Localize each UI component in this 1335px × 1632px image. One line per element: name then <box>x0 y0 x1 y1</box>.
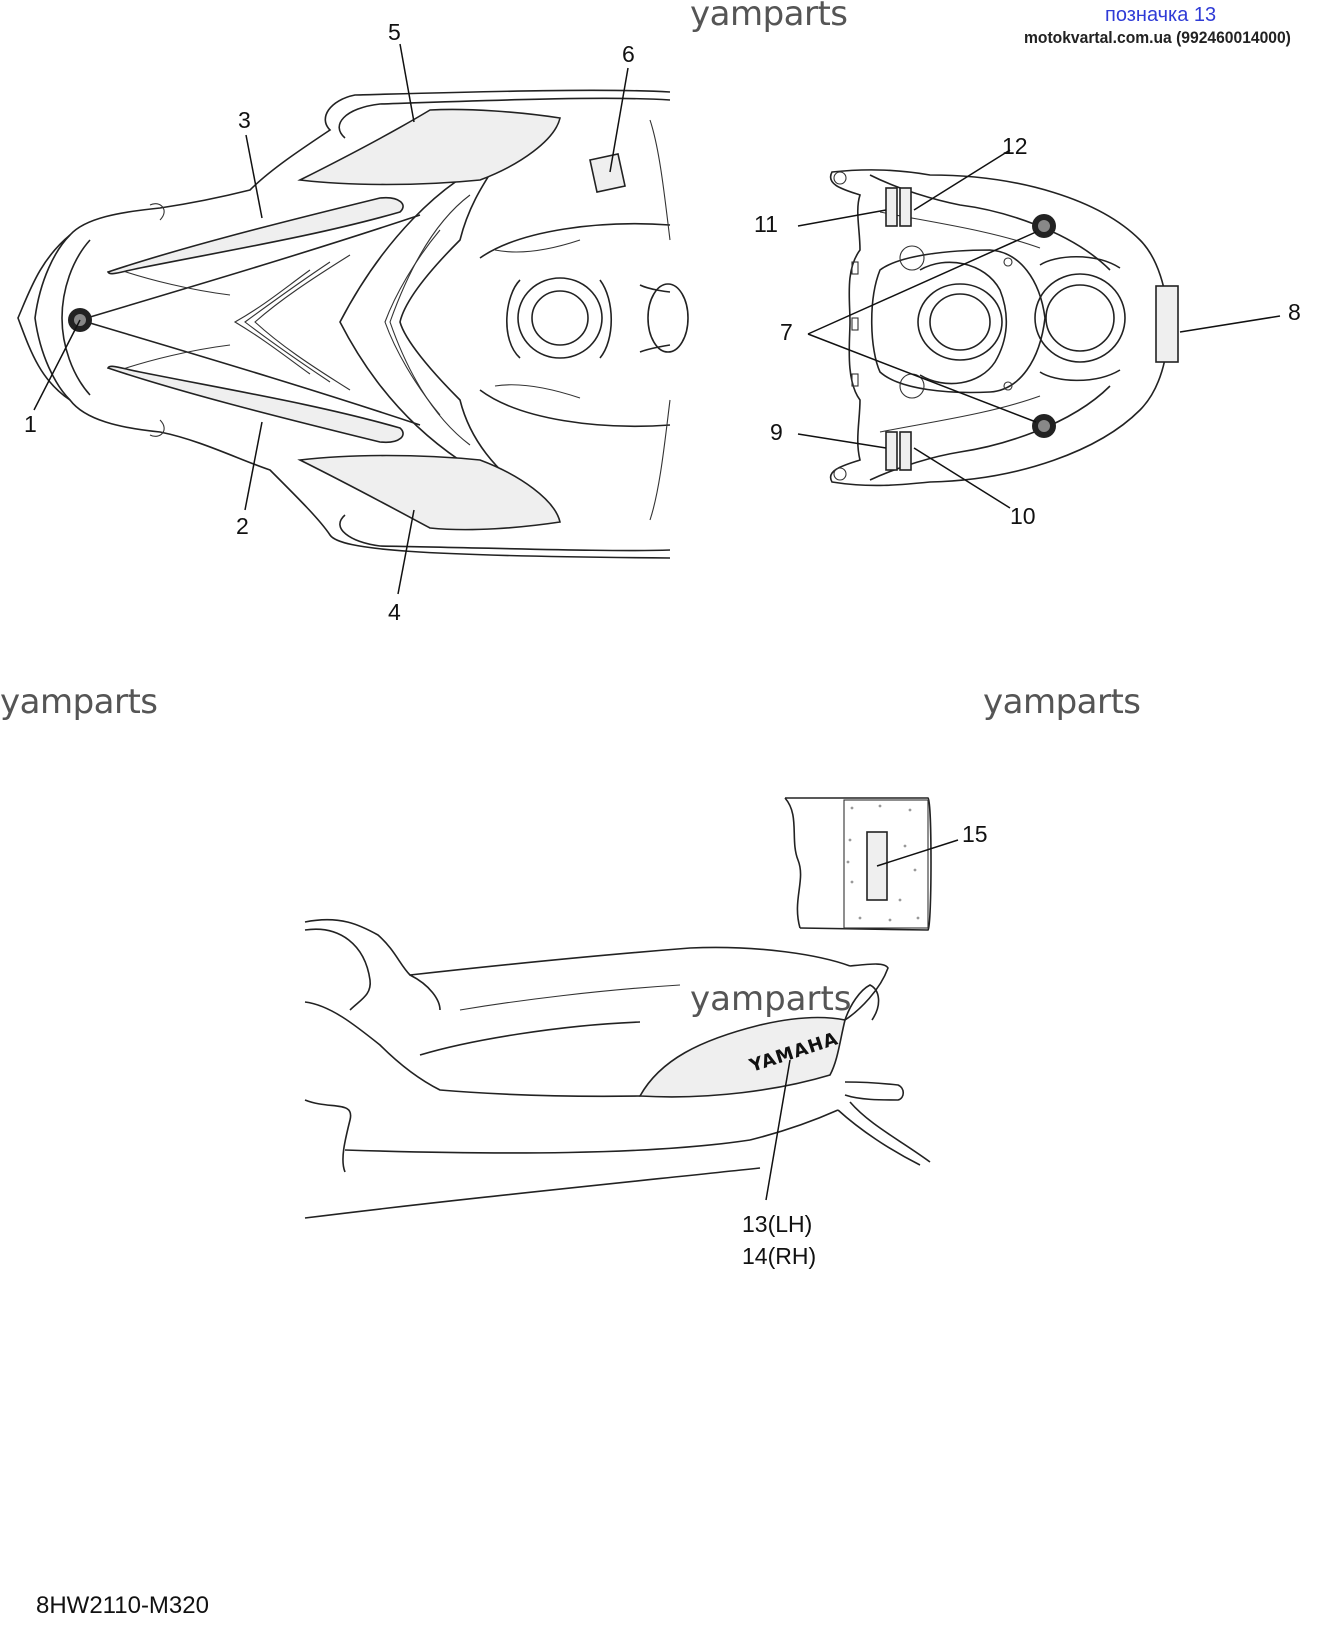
header-site-text: motokvartal.com.ua (992460014000) <box>1024 28 1291 47</box>
callout-15: 15 <box>962 821 988 847</box>
callouts-view-1: 1 2 3 4 5 6 <box>24 19 635 625</box>
callout-14: 14(RH) <box>742 1243 816 1269</box>
seat-detail-view <box>784 797 932 931</box>
watermark-left: yamparts <box>0 682 158 722</box>
rear-deck-view <box>829 169 1179 487</box>
leader-view-4 <box>765 1059 791 1201</box>
callout-3: 3 <box>238 107 251 133</box>
leader-view-3 <box>876 839 959 867</box>
header-link[interactable]: позначка 13 <box>1105 4 1217 26</box>
callout-6: 6 <box>622 41 635 67</box>
watermark-right: yamparts <box>983 682 1141 722</box>
leaders-view-2 <box>797 149 1281 509</box>
top-view-hull <box>17 89 689 559</box>
watermark-center: yamparts <box>690 979 852 1019</box>
callout-2: 2 <box>236 513 249 539</box>
callout-8: 8 <box>1288 299 1301 325</box>
diagram-code: 8HW2110-M320 <box>36 1592 209 1619</box>
callout-4: 4 <box>388 599 401 625</box>
leaders-view-1 <box>33 43 629 595</box>
callout-13: 13(LH) <box>742 1211 812 1237</box>
callouts-view-2: 7 8 9 10 11 12 <box>754 133 1301 529</box>
watermark-top: yamparts <box>690 0 848 34</box>
side-view-hull <box>304 918 931 1219</box>
callout-12: 12 <box>1002 133 1028 159</box>
callout-5: 5 <box>388 19 401 45</box>
callout-1: 1 <box>24 411 37 437</box>
callout-7: 7 <box>780 319 793 345</box>
callout-9: 9 <box>770 419 783 445</box>
callout-10: 10 <box>1010 503 1036 529</box>
callout-11: 11 <box>754 211 778 237</box>
